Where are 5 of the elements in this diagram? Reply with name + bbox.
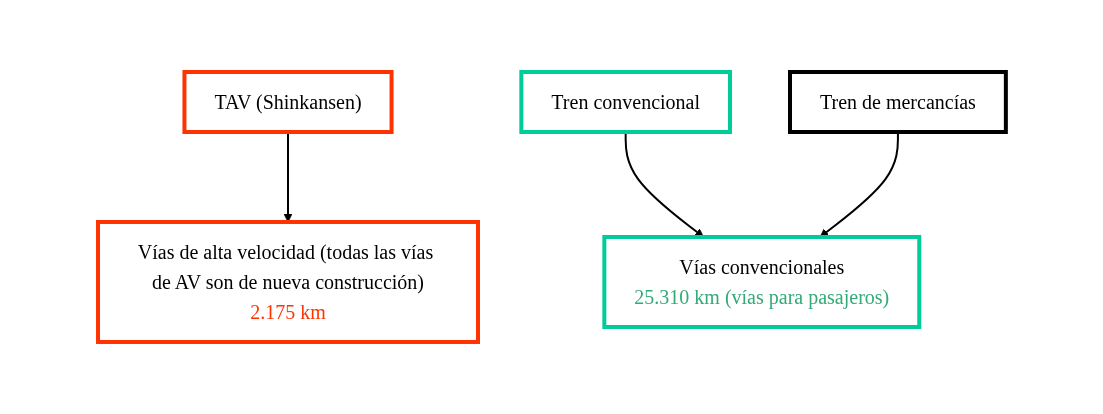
node-box: TAV (Shinkansen) [182, 70, 394, 134]
node-box: Tren de mercancías [787, 70, 1008, 134]
node-box: Tren convencional [518, 70, 732, 134]
node-box: Vías de alta velocidad (todas las vías de AV son de nueva construcción) 2.175 km [95, 220, 480, 344]
node-box: Vías convencionales 25.310 km (vías para pasajeros) [601, 235, 921, 329]
